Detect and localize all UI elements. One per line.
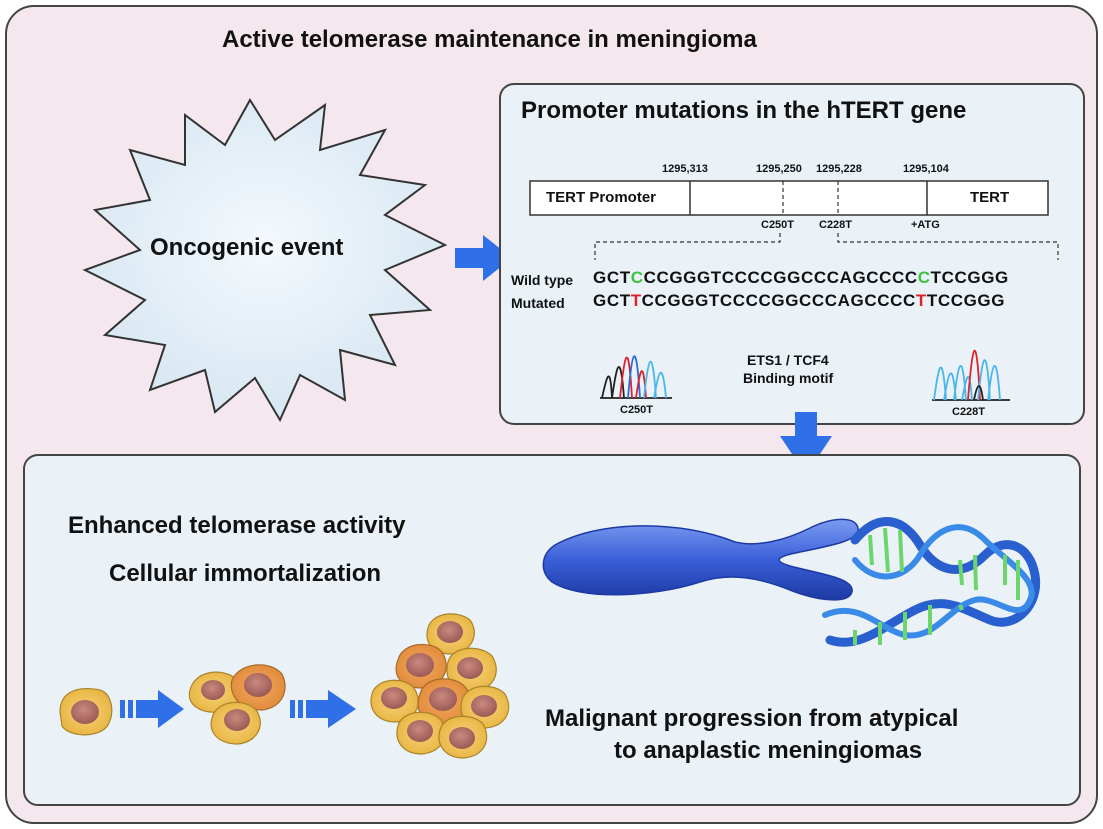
cell-cluster-small (188, 664, 286, 745)
mutation-label-c228t: C228T (819, 219, 853, 231)
wild-type-sequence: GCTCCCGGGTCCCCGGCCCAGCCCCCTCCGGG (593, 268, 1009, 287)
dna-helix (822, 517, 1041, 647)
promoter-panel (499, 83, 1085, 425)
mutation-label-atg: +ATG (911, 219, 940, 231)
gene-bar (529, 180, 1049, 216)
mutation-label-c250t: C250T (761, 219, 795, 231)
binding-motif-line1: ETS1 / TCF4 (747, 352, 829, 368)
position-4: 1295,104 (903, 163, 949, 175)
wild-type-label: Wild type (511, 272, 574, 288)
cell-cluster-large (370, 613, 510, 759)
promoter-panel-title: Promoter mutations in the hTERT gene (521, 97, 967, 124)
mutated-sequence: GCTTCCGGGTCCCCGGCCCAGCCCCTTCCGGG (593, 291, 1006, 310)
telomerase-activity-text: Enhanced telomerase activity (68, 512, 406, 539)
position-2: 1295,250 (756, 163, 802, 175)
progression-text-line2: to anaplastic meningiomas (614, 737, 923, 764)
immortalization-text: Cellular immortalization (109, 560, 382, 587)
position-1: 1295,313 (662, 163, 708, 175)
chromatogram-label-c250t: C250T (620, 404, 654, 416)
position-3: 1295,228 (816, 163, 862, 175)
figure-title: Active telomerase maintenance in meningi… (222, 26, 757, 53)
oncogenic-starburst (82, 98, 448, 423)
cell-single (59, 688, 113, 736)
segment-promoter: TERT Promoter (546, 189, 657, 206)
chromatogram-label-c228t: C228T (952, 406, 986, 418)
progression-text-line1: Malignant progression from atypical (545, 705, 959, 732)
chromatogram-c228t (932, 349, 1010, 401)
arrow-right (455, 235, 512, 281)
segment-gene: TERT (970, 189, 1010, 206)
chromosome (542, 518, 859, 601)
binding-motif-line2: Binding motif (743, 370, 834, 386)
oncogenic-event-label: Oncogenic event (150, 234, 344, 261)
chromatogram-c250t (600, 355, 672, 399)
zoom-lines (594, 233, 1059, 260)
arrow-cells-1 (120, 690, 184, 728)
arrow-cells-2 (290, 690, 356, 728)
mutated-label: Mutated (511, 295, 565, 311)
